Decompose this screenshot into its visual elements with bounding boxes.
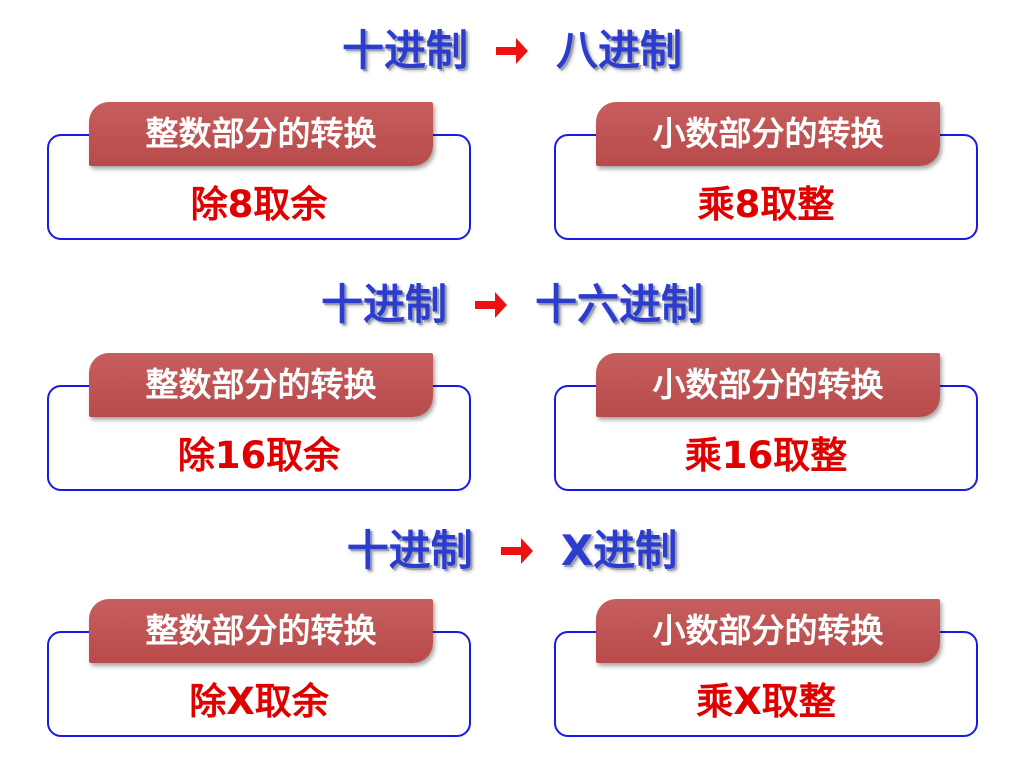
fraction-conversion-card: 小数部分的转换 乘8取整 [554,102,978,240]
conversion-label: 小数部分的转换 [596,102,940,166]
from-base: 十进制 [320,279,447,329]
section-heading: 十进制 八进制 [0,18,1024,78]
to-base: 十六进制 [535,279,704,329]
arrow-right-icon [499,534,535,568]
conversion-label: 整数部分的转换 [89,599,433,663]
from-base: 十进制 [346,525,473,575]
conversion-label: 整数部分的转换 [89,353,433,417]
to-base: X进制 [560,525,678,575]
fraction-conversion-card: 小数部分的转换 乘X取整 [554,599,978,737]
integer-conversion-card: 整数部分的转换 除8取余 [47,102,471,240]
arrow-right-icon [494,34,530,68]
arrow-right-icon [473,288,509,322]
integer-conversion-card: 整数部分的转换 除X取余 [47,599,471,737]
conversion-rule: 乘X取整 [696,680,836,723]
conversion-rule: 乘8取整 [697,183,835,226]
to-base: 八进制 [556,25,683,75]
conversion-label: 小数部分的转换 [596,599,940,663]
conversion-rule: 除X取余 [189,680,329,723]
conversion-rule: 乘16取整 [684,434,848,477]
section-heading: 十进制 X进制 [0,518,1024,578]
conversion-rule: 除8取余 [190,183,328,226]
fraction-conversion-card: 小数部分的转换 乘16取整 [554,353,978,491]
conversion-rule: 除16取余 [177,434,341,477]
from-base: 十进制 [341,25,468,75]
conversion-label: 小数部分的转换 [596,353,940,417]
conversion-label: 整数部分的转换 [89,102,433,166]
section-heading: 十进制 十六进制 [0,272,1024,332]
integer-conversion-card: 整数部分的转换 除16取余 [47,353,471,491]
